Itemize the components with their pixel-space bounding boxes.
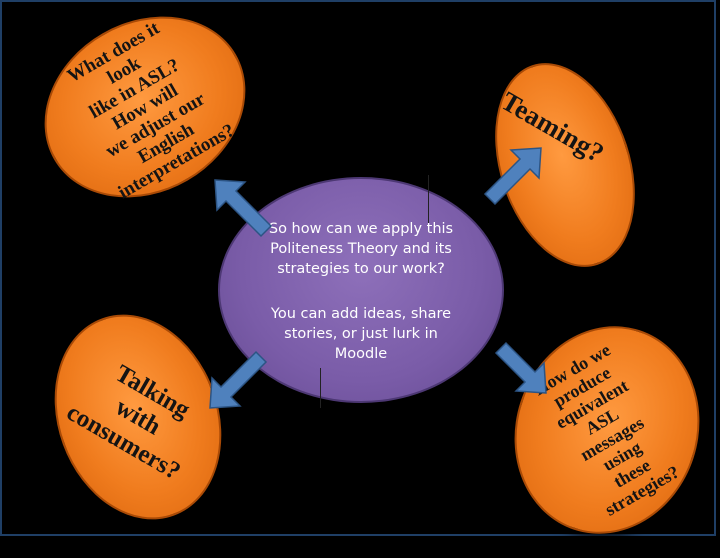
- arrow-up-left-icon: [214, 179, 273, 238]
- arrow-down-right-icon: [494, 341, 547, 394]
- connector-line-bottom: [320, 368, 321, 408]
- center-note: You can add ideas, share stories, or jus…: [270, 306, 452, 362]
- arrow-up-right-icon: [483, 147, 542, 206]
- oval-consumers-text: Talking with consumers?: [62, 359, 195, 486]
- center-question: So how can we apply this Politeness Theo…: [268, 221, 454, 277]
- center-ellipse: So how can we apply this Politeness Theo…: [218, 177, 504, 403]
- arrow-down-left-icon: [209, 350, 268, 409]
- connector-line-top: [428, 175, 429, 223]
